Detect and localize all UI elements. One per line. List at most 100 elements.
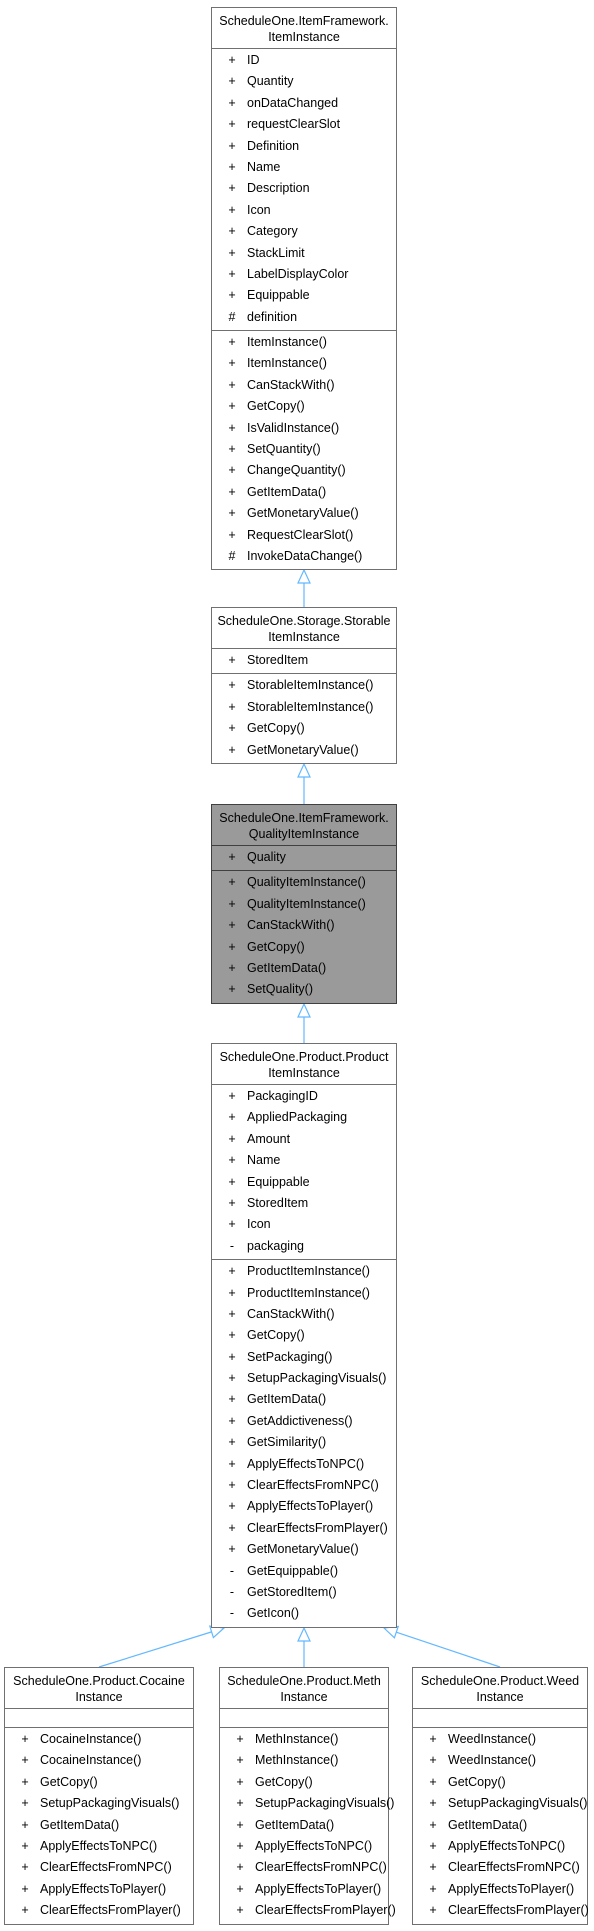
operation-row[interactable]: +GetCopy() <box>220 1772 388 1793</box>
operation-row[interactable]: -GetIcon() <box>212 1603 396 1624</box>
operation-row[interactable]: +ClearEffectsFromNPC() <box>5 1857 193 1878</box>
operation-row[interactable]: +IsValidInstance() <box>212 418 396 439</box>
operation-row[interactable]: +GetItemData() <box>413 1815 587 1836</box>
attribute-row[interactable]: +Description <box>212 178 396 199</box>
operation-row[interactable]: +ProductItemInstance() <box>212 1283 396 1304</box>
operation-row[interactable]: +ApplyEffectsToPlayer() <box>413 1879 587 1900</box>
operation-row[interactable]: +StorableItemInstance() <box>212 697 396 718</box>
operation-row[interactable]: +CanStackWith() <box>212 375 396 396</box>
attribute-row[interactable]: +requestClearSlot <box>212 114 396 135</box>
operation-row[interactable]: +WeedInstance() <box>413 1750 587 1771</box>
operation-row[interactable]: +GetCopy() <box>5 1772 193 1793</box>
operation-row[interactable]: +ApplyEffectsToNPC() <box>212 1454 396 1475</box>
attribute-row[interactable]: +Amount <box>212 1129 396 1150</box>
operation-row[interactable]: +SetupPackagingVisuals() <box>220 1793 394 1814</box>
operation-row[interactable]: +GetItemData() <box>5 1815 193 1836</box>
operation-row[interactable]: +ClearEffectsFromNPC() <box>413 1857 587 1878</box>
operation-row[interactable]: +SetupPackagingVisuals() <box>212 1368 396 1389</box>
operation-row[interactable]: +ApplyEffectsToNPC() <box>220 1836 388 1857</box>
operation-row[interactable]: +CocaineInstance() <box>5 1750 193 1771</box>
class-box-quality-item-instance[interactable]: ScheduleOne.ItemFramework.QualityItemIns… <box>211 804 397 1004</box>
operation-row[interactable]: +CanStackWith() <box>212 1304 396 1325</box>
operation-row[interactable]: +ApplyEffectsToNPC() <box>5 1836 193 1857</box>
operation-name: GetCopy() <box>448 1774 506 1789</box>
operation-row[interactable]: +GetItemData() <box>212 1389 396 1410</box>
attribute-row[interactable]: +Icon <box>212 1214 396 1235</box>
operation-row[interactable]: +CocaineInstance() <box>5 1729 193 1750</box>
attribute-row[interactable]: +Name <box>212 157 396 178</box>
operation-row[interactable]: +ClearEffectsFromPlayer() <box>5 1900 193 1921</box>
operation-row[interactable]: +MethInstance() <box>220 1729 388 1750</box>
operation-row[interactable]: +GetAddictiveness() <box>212 1411 396 1432</box>
operation-row[interactable]: +GetItemData() <box>220 1815 388 1836</box>
operation-row[interactable]: +GetMonetaryValue() <box>212 503 396 524</box>
attribute-row[interactable]: -packaging <box>212 1236 396 1257</box>
operation-row[interactable]: +ItemInstance() <box>212 353 396 374</box>
inheritance-arrowhead <box>208 1625 226 1639</box>
operation-row[interactable]: +GetMonetaryValue() <box>212 1539 396 1560</box>
operation-row[interactable]: +ChangeQuantity() <box>212 460 396 481</box>
attribute-row[interactable]: +onDataChanged <box>212 93 396 114</box>
attribute-row[interactable]: #definition <box>212 307 396 328</box>
operation-row[interactable]: +ClearEffectsFromNPC() <box>212 1475 396 1496</box>
operation-row[interactable]: +ApplyEffectsToPlayer() <box>212 1496 396 1517</box>
operation-row[interactable]: +SetQuantity() <box>212 439 396 460</box>
attribute-name: requestClearSlot <box>247 117 341 132</box>
operation-row[interactable]: +GetCopy() <box>212 1325 396 1346</box>
operation-row[interactable]: +QualityItemInstance() <box>212 872 396 893</box>
attribute-row[interactable]: +Icon <box>212 200 396 221</box>
operation-row[interactable]: +QualityItemInstance() <box>212 894 396 915</box>
attribute-row[interactable]: +Name <box>212 1150 396 1171</box>
operation-row[interactable]: +ClearEffectsFromNPC() <box>220 1857 388 1878</box>
operation-row[interactable]: +GetCopy() <box>413 1772 587 1793</box>
operation-row[interactable]: +SetQuality() <box>212 979 396 1000</box>
operation-row[interactable]: +MethInstance() <box>220 1750 388 1771</box>
operation-row[interactable]: -GetStoredItem() <box>212 1582 396 1603</box>
operation-row[interactable]: +WeedInstance() <box>413 1729 587 1750</box>
operation-row[interactable]: +GetSimilarity() <box>212 1432 396 1453</box>
operation-row[interactable]: +SetPackaging() <box>212 1347 396 1368</box>
attribute-row[interactable]: +Equippable <box>212 285 396 306</box>
attribute-row[interactable]: +AppliedPackaging <box>212 1107 396 1128</box>
operation-row[interactable]: +GetCopy() <box>212 718 396 739</box>
operation-row[interactable]: +GetItemData() <box>212 482 396 503</box>
operation-row[interactable]: +GetItemData() <box>212 958 396 979</box>
attribute-row[interactable]: +Definition <box>212 136 396 157</box>
attribute-row[interactable]: +Category <box>212 221 396 242</box>
attribute-row[interactable]: +StoredItem <box>212 650 396 671</box>
attribute-row[interactable]: +ID <box>212 50 396 71</box>
attribute-row[interactable]: +LabelDisplayColor <box>212 264 396 285</box>
operation-row[interactable]: +ApplyEffectsToPlayer() <box>220 1879 388 1900</box>
attribute-row[interactable]: +Equippable <box>212 1172 396 1193</box>
operation-row[interactable]: +ApplyEffectsToNPC() <box>413 1836 587 1857</box>
operation-row[interactable]: +RequestClearSlot() <box>212 525 396 546</box>
attribute-row[interactable]: +PackagingID <box>212 1086 396 1107</box>
attribute-row[interactable]: +Quantity <box>212 71 396 92</box>
operation-row[interactable]: +CanStackWith() <box>212 915 396 936</box>
operation-row[interactable]: +ApplyEffectsToPlayer() <box>5 1879 193 1900</box>
operation-row[interactable]: +SetupPackagingVisuals() <box>413 1793 587 1814</box>
attribute-row[interactable]: +StackLimit <box>212 243 396 264</box>
operation-row[interactable]: +GetMonetaryValue() <box>212 740 396 761</box>
visibility-marker: + <box>228 138 236 153</box>
visibility-marker: + <box>228 1328 236 1343</box>
operation-row[interactable]: +GetCopy() <box>212 396 396 417</box>
class-box-item-instance[interactable]: ScheduleOne.ItemFramework.ItemInstance+I… <box>211 7 397 571</box>
operation-row[interactable]: +ClearEffectsFromPlayer() <box>220 1900 395 1921</box>
operation-row[interactable]: +SetupPackagingVisuals() <box>5 1793 193 1814</box>
operation-row[interactable]: -GetEquippable() <box>212 1561 396 1582</box>
operation-row[interactable]: +ClearEffectsFromPlayer() <box>413 1900 588 1921</box>
attribute-row[interactable]: +Quality <box>212 847 396 868</box>
operation-row[interactable]: +StorableItemInstance() <box>212 675 396 696</box>
operation-row[interactable]: +GetCopy() <box>212 937 396 958</box>
operation-row[interactable]: +ProductItemInstance() <box>212 1261 396 1282</box>
operation-row[interactable]: #InvokeDataChange() <box>212 546 396 567</box>
attribute-row[interactable]: +StoredItem <box>212 1193 396 1214</box>
operation-row[interactable]: +ClearEffectsFromPlayer() <box>212 1518 396 1539</box>
operation-row[interactable]: +ItemInstance() <box>212 332 396 353</box>
